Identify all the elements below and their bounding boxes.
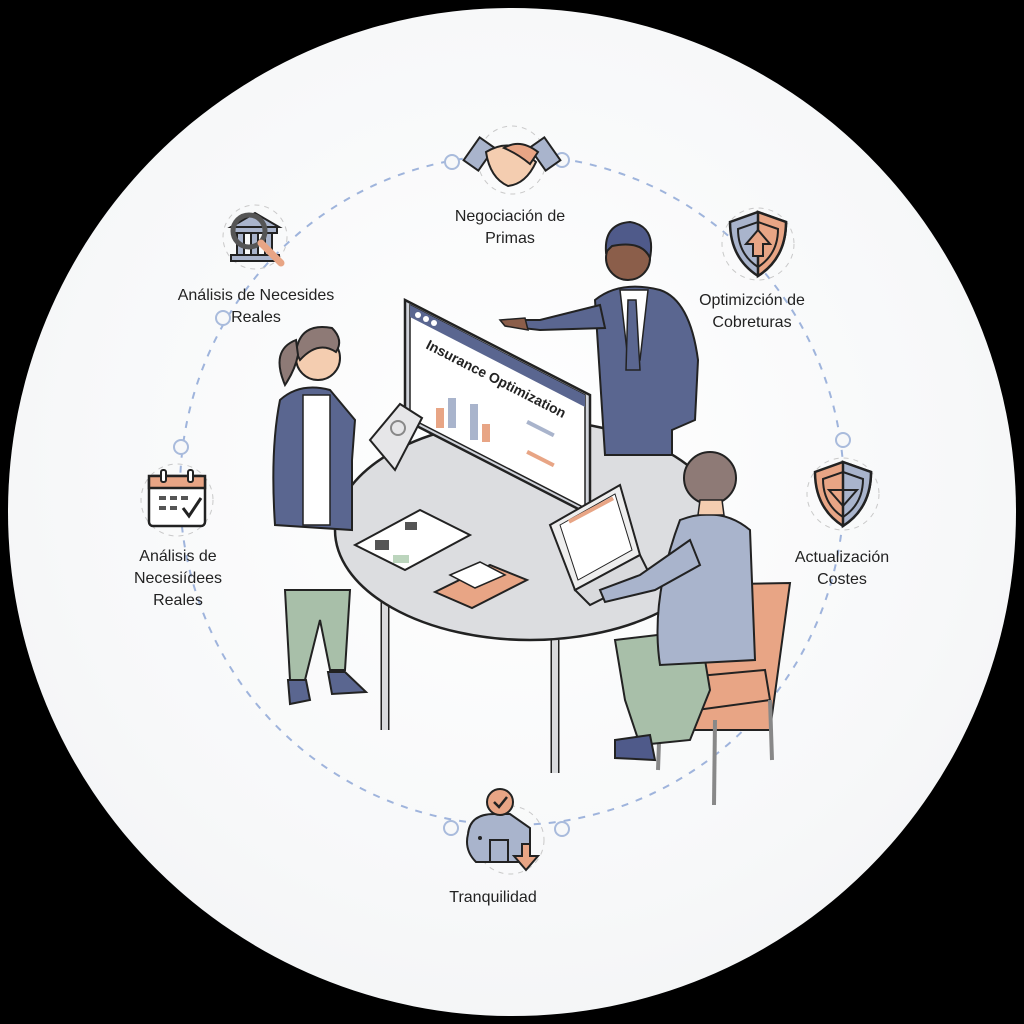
presentation-screen: Insurance Optimization [403, 297, 592, 518]
node-label-negociacion: Negociación de Primas [454, 208, 566, 247]
node-label-optimizacion: Optimizción de Cobreturas [699, 292, 805, 331]
node-label-actualizacion: Actualización Costes [794, 549, 890, 588]
node-label-analisis-calendario: Análisis de Necesiídees Reales [133, 548, 223, 609]
folder-notebook [432, 561, 530, 610]
handshake-icon [462, 125, 562, 195]
node-label-analisis-banco: Análisis de Necesides Reales [177, 287, 335, 326]
open-brochure [352, 508, 473, 572]
shield-down-arrow-icon [806, 457, 880, 531]
piggy-bank-house-icon [466, 788, 545, 875]
node-label-tranquilidad: Tranquilidad [449, 889, 537, 906]
connector-dots [173, 152, 851, 837]
man-presenting [498, 220, 700, 456]
laptop [548, 483, 652, 607]
bank-magnifier-icon [222, 204, 288, 270]
calendar-check-icon [140, 463, 214, 537]
man-with-laptop [598, 451, 792, 806]
shield-up-arrow-icon [721, 207, 795, 281]
woman-with-tablet [272, 326, 424, 706]
